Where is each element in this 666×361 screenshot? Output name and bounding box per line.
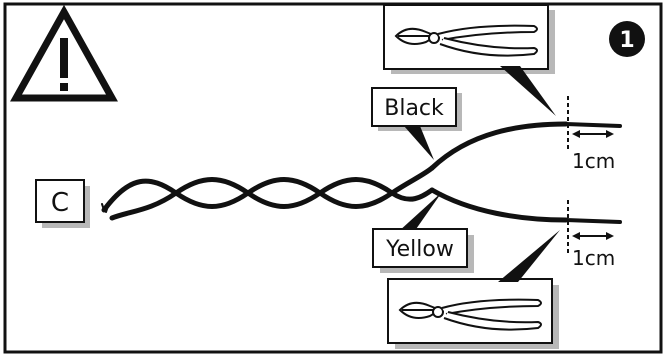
strip-length-top: 1cm [572, 149, 615, 173]
label-black-text: Black [384, 96, 444, 121]
connector-label: C [35, 179, 90, 228]
twisted-wire-pair [101, 165, 435, 221]
label-yellow-text: Yellow [385, 237, 454, 262]
diagram-frame [3, 2, 663, 354]
wire-yellow [429, 187, 569, 223]
step-number-badge: 1 [609, 21, 645, 57]
dimension-arrow-top [572, 130, 614, 138]
cutter-tool-bottom [387, 230, 560, 349]
label-black: Black [371, 87, 462, 160]
step-number: 1 [619, 28, 634, 53]
warning-triangle-icon [10, 4, 118, 102]
connector-label-text: C [51, 188, 69, 218]
twisted-strand-b [109, 177, 435, 221]
strip-length-bottom: 1cm [572, 246, 615, 270]
separated-wires [429, 121, 622, 224]
wire-black [429, 121, 569, 171]
wire-cutter-icon [398, 298, 542, 331]
wire-cutter-icon [394, 24, 538, 57]
dimension-arrow-bottom [572, 232, 614, 240]
wire-black-stripped [564, 122, 622, 128]
wire-yellow-stripped [564, 218, 622, 224]
cutter-tool-top [383, 4, 556, 116]
label-yellow: Yellow [372, 192, 474, 273]
